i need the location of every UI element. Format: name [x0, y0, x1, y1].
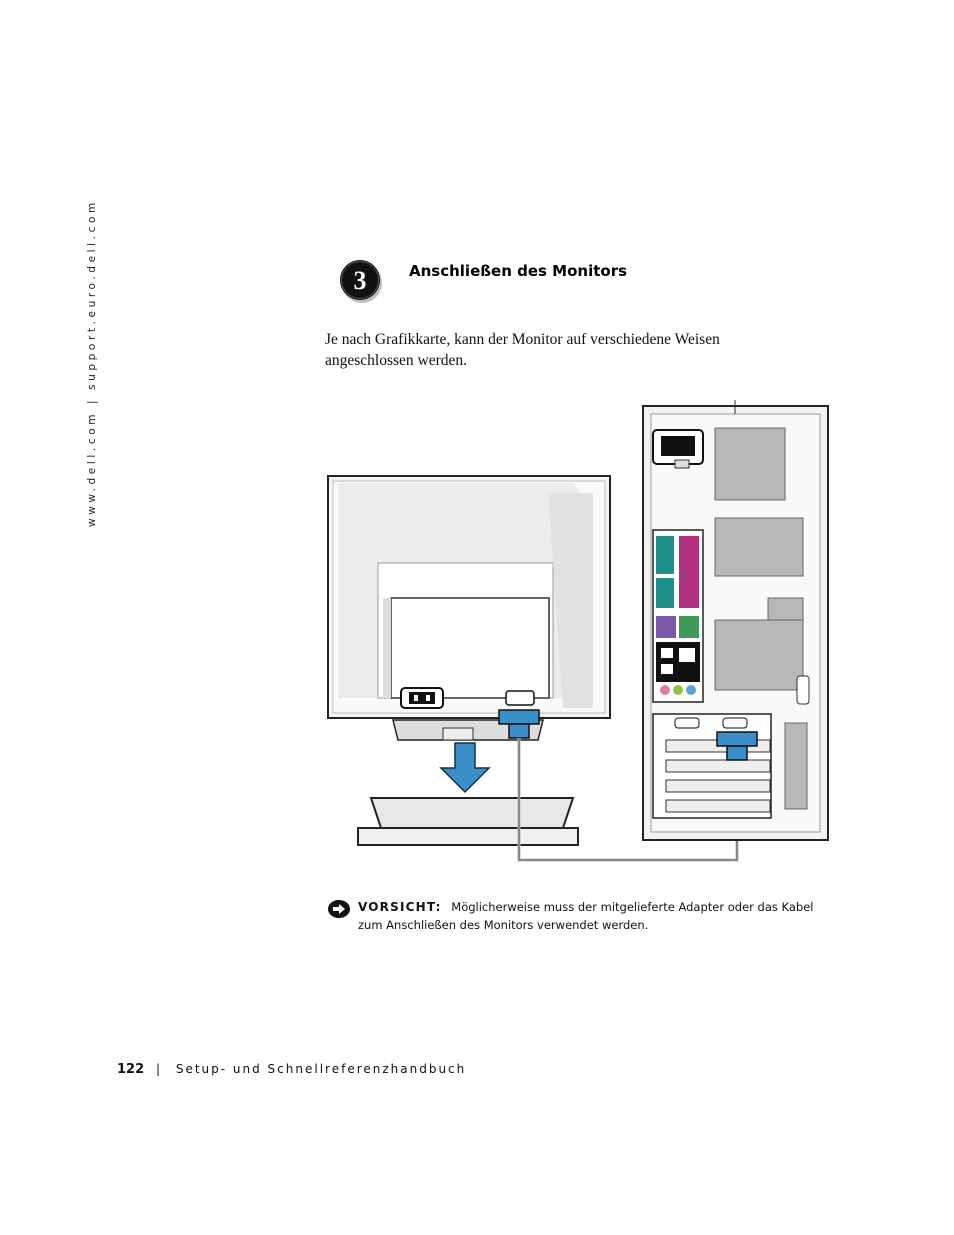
page-footer: 122 | Setup- und Schnellreferenzhandbuch: [117, 1062, 466, 1077]
footer-separator: |: [155, 1062, 161, 1076]
computer-tower-illustration: [642, 400, 829, 841]
page-number: 122: [117, 1062, 145, 1077]
caution-notice: VORSICHT: Möglicherweise muss der mitgel…: [327, 898, 827, 934]
body-paragraph: Je nach Grafikkarte, kann der Monitor au…: [325, 331, 720, 369]
document-title: Setup- und Schnellreferenzhandbuch: [175, 1062, 467, 1076]
caution-label: VORSICHT:: [358, 900, 442, 914]
down-arrow-icon: [439, 742, 491, 794]
caution-text-block: VORSICHT: Möglicherweise muss der mitgel…: [358, 898, 827, 934]
monitor-connection-illustration: [323, 398, 835, 868]
monitor-illustration: [327, 475, 611, 741]
step-number: 3: [354, 266, 367, 295]
caution-message: Möglicherweise muss der mitgelieferte Ad…: [358, 900, 814, 932]
caution-arrow-icon: [327, 899, 351, 919]
sidebar-url: www.dell.com | support.euro.dell.com: [86, 199, 98, 527]
section-title: Anschließen des Monitors: [409, 262, 628, 280]
computer-video-connector: [716, 731, 758, 761]
monitor-stand-illustration: [357, 797, 579, 846]
step-number-badge: 3: [338, 258, 384, 304]
